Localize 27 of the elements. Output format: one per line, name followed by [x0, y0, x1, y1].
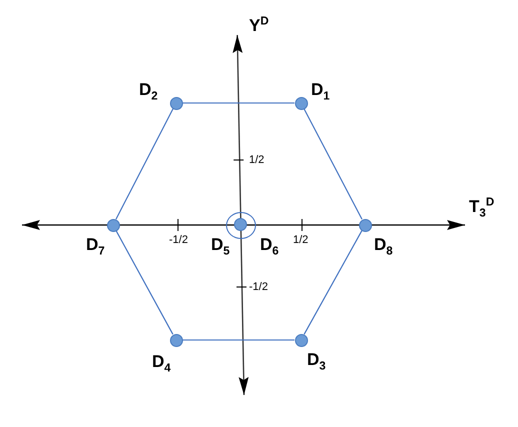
- hexagon-edge: [182, 339, 294, 341]
- tick-label: 1/2: [293, 235, 308, 246]
- tick-label: -1/2: [249, 282, 268, 293]
- point-label: D$_{6}$: [260, 236, 279, 253]
- weight-point: [170, 334, 182, 346]
- axis-label: Y$^{D}$: [249, 17, 269, 34]
- point-label: D$_{1}$: [311, 81, 330, 98]
- point-label: D$_{4}$: [152, 353, 171, 370]
- point-label: D$_{8}$: [374, 236, 393, 253]
- hexagon-edge: [116, 108, 174, 220]
- weight-point: [234, 218, 247, 231]
- hexagon-edge: [304, 230, 362, 335]
- hexagon-edge: [116, 230, 174, 335]
- hexagon-edge: [304, 108, 362, 220]
- weight-point: [294, 334, 308, 346]
- weight-point: [106, 218, 120, 232]
- tick-label: -1/2: [169, 235, 188, 246]
- tick-label: 1/2: [249, 155, 264, 166]
- point-label: D$_{2}$: [139, 81, 158, 98]
- point-label: D$_{7}$: [86, 236, 105, 253]
- weight-point: [294, 96, 308, 110]
- multiplicity-ring: [226, 212, 256, 238]
- hexagon-edge: [182, 102, 294, 104]
- weight-point: [358, 218, 372, 232]
- point-label: D$_{5}$: [211, 236, 230, 253]
- point-label: D$_{3}$: [307, 351, 326, 368]
- weight-point: [170, 96, 182, 110]
